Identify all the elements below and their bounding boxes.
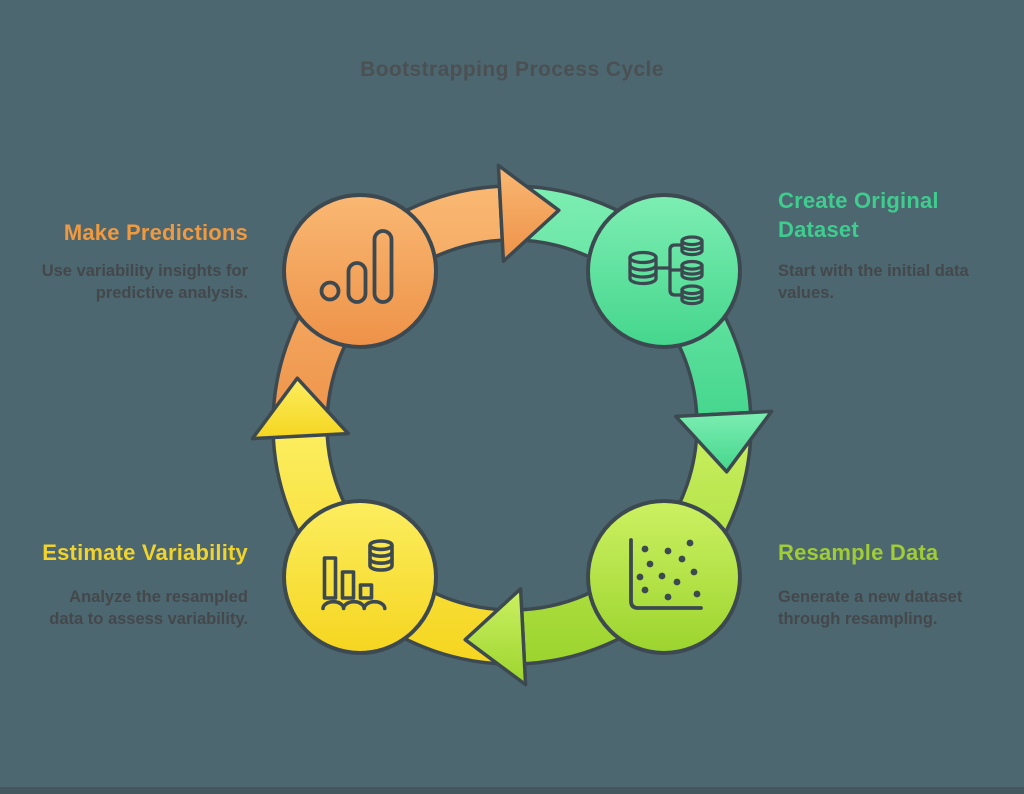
analytics-chart-icon bbox=[319, 229, 394, 304]
arrowhead-bottom-icon bbox=[463, 587, 528, 687]
step-title-line: Dataset bbox=[778, 217, 859, 242]
step-estimate-variability: Estimate Variability Analyze the resampl… bbox=[20, 538, 248, 630]
step-make-predictions: Make Predictions Use variability insight… bbox=[20, 218, 248, 304]
scatter-plot-icon bbox=[629, 538, 703, 610]
step-desc-line: values. bbox=[778, 283, 834, 302]
step-desc-line: data to assess variability. bbox=[49, 609, 248, 628]
arrowhead-top-icon bbox=[496, 163, 561, 263]
page-title: Bootstrapping Process Cycle bbox=[360, 58, 664, 81]
arrowhead-right-icon bbox=[674, 409, 774, 474]
step-description: Use variability insights for predictive … bbox=[20, 261, 248, 304]
database-branch-icon bbox=[628, 235, 704, 306]
step-description: Start with the initial data values. bbox=[778, 261, 1006, 304]
node-circle-make-predictions bbox=[282, 193, 438, 349]
step-title: Estimate Variability bbox=[20, 538, 248, 567]
step-title-line: Make Predictions bbox=[63, 220, 248, 245]
step-create-original-dataset: Create Original Dataset Start with the i… bbox=[778, 186, 1006, 304]
step-desc-line: Use variability insights for bbox=[41, 262, 248, 280]
bar-chart-database-icon bbox=[321, 539, 394, 611]
node-circle-estimate-variability bbox=[282, 499, 438, 655]
step-title: Resample Data bbox=[778, 538, 1006, 567]
footer-strip bbox=[0, 787, 1024, 794]
step-title: Create Original Dataset bbox=[778, 186, 1006, 244]
step-desc-line: predictive analysis. bbox=[95, 283, 248, 302]
step-description: Analyze the resampled data to assess var… bbox=[20, 587, 248, 630]
step-desc-line: Analyze the resampled bbox=[69, 588, 248, 606]
step-desc-line: Start with the initial data bbox=[778, 262, 969, 280]
step-desc-line: through resampling. bbox=[778, 609, 938, 628]
step-title-line: Create Original bbox=[778, 188, 939, 213]
step-title: Make Predictions bbox=[20, 218, 248, 247]
step-title-line: Resample Data bbox=[778, 540, 939, 565]
step-title-line: Estimate Variability bbox=[42, 540, 248, 565]
arrowhead-left-icon bbox=[250, 376, 350, 441]
step-desc-line: Generate a new dataset bbox=[778, 588, 963, 606]
step-description: Generate a new dataset through resamplin… bbox=[778, 587, 1006, 630]
step-resample-data: Resample Data Generate a new dataset thr… bbox=[778, 538, 1006, 630]
node-circle-create-dataset bbox=[586, 193, 742, 349]
